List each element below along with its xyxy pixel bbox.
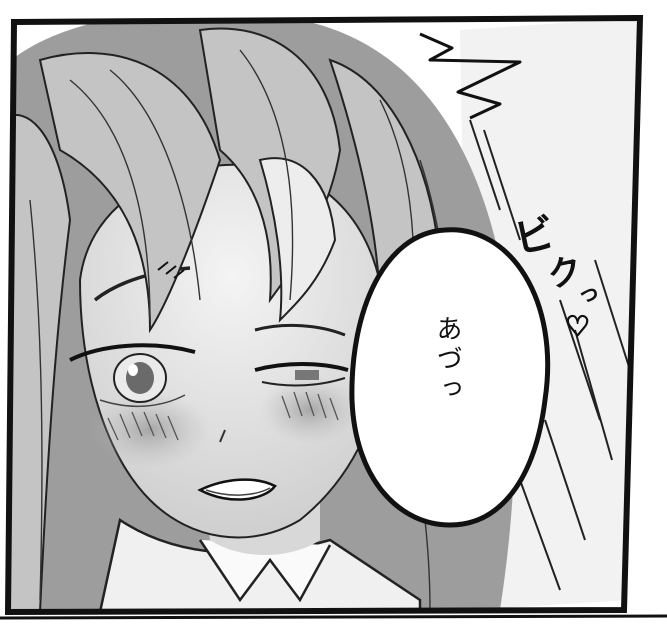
sfx-char-3: っ bbox=[575, 280, 602, 309]
speed-lines bbox=[469, 119, 631, 591]
blush-left bbox=[90, 392, 210, 468]
sfx-char-2: ク bbox=[544, 250, 586, 296]
sfx-char-1: ビ bbox=[510, 210, 559, 263]
mouth bbox=[197, 478, 277, 501]
shock-zigzag-mark bbox=[419, 32, 522, 120]
sweat-marks bbox=[157, 261, 185, 279]
nose bbox=[219, 429, 226, 443]
eyebrow-right bbox=[254, 323, 346, 337]
panel-border bbox=[4, 14, 644, 616]
heart-icon: ♡ bbox=[565, 310, 590, 343]
eye-right bbox=[254, 362, 349, 387]
blush-right bbox=[260, 376, 360, 444]
collar bbox=[198, 539, 332, 603]
gutter-line bbox=[0, 614, 667, 620]
sound-effect: ビ ク っ bbox=[510, 210, 602, 309]
blush-hatching bbox=[107, 391, 339, 441]
eye-left bbox=[69, 343, 196, 408]
speech-bubble-text: あづっ bbox=[432, 315, 462, 405]
speech-bubble bbox=[349, 227, 551, 528]
